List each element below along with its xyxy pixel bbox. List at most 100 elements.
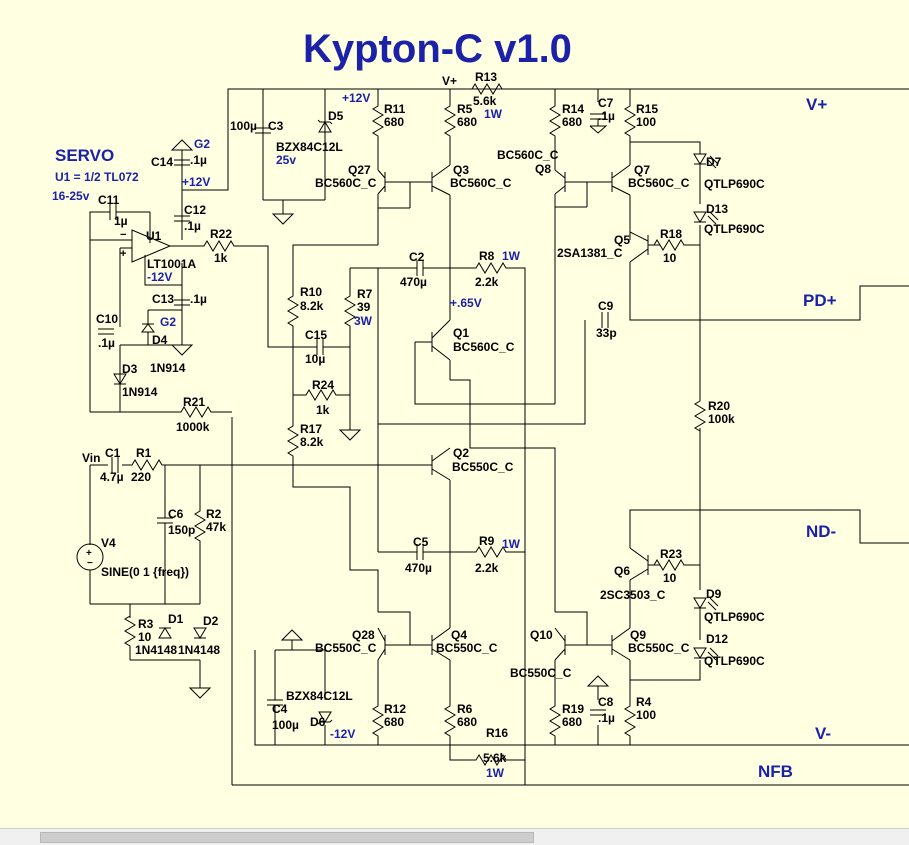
transistor-q4[interactable]: [431, 627, 451, 661]
diode-d5[interactable]: [317, 119, 333, 133]
resistor-r5[interactable]: [444, 99, 456, 143]
capacitor-c13[interactable]: [174, 299, 190, 306]
label-r4-name: R4: [636, 695, 652, 709]
label-r5-value: 680: [457, 115, 477, 129]
transistor-q9[interactable]: [611, 627, 631, 661]
resistor-r12[interactable]: [372, 699, 384, 743]
label-q10-value: BC550C_C: [510, 666, 572, 680]
label-d7-name: D7: [706, 155, 722, 169]
resistor-r8[interactable]: [469, 262, 513, 274]
label-q2-name: Q2: [453, 446, 469, 460]
resistor-r6[interactable]: [444, 699, 456, 743]
transistor-q28[interactable]: [377, 627, 386, 661]
resistor-r10[interactable]: [287, 289, 299, 333]
resistor-r3[interactable]: [124, 609, 136, 653]
capacitor-c6[interactable]: [157, 517, 173, 532]
resistor-r11[interactable]: [372, 99, 384, 143]
label-q28-value: BC550C_C: [315, 641, 377, 655]
label-r22-value: 1k: [214, 251, 228, 265]
label-r15-name: R15: [636, 102, 658, 116]
label-c1-value: 4.7µ: [100, 470, 124, 484]
diode-d6[interactable]: [317, 711, 333, 725]
label-r20-value: 100k: [708, 412, 735, 426]
resistor-r19[interactable]: [549, 699, 561, 743]
resistor-r20[interactable]: [694, 394, 706, 438]
svg-text:−: −: [87, 558, 93, 569]
led-d12[interactable]: [693, 647, 719, 661]
label-r22-name: R22: [210, 227, 232, 241]
resistor-r23[interactable]: [647, 559, 691, 571]
transistor-q27[interactable]: [377, 169, 386, 195]
label-q27-value: BC560C_C: [315, 176, 377, 190]
voltage-source-v4[interactable]: + −: [76, 543, 104, 571]
rail-g2-a: G2: [194, 137, 210, 151]
resistor-r17[interactable]: [287, 419, 299, 463]
label-c8-name: C8: [598, 695, 614, 709]
resistor-r14[interactable]: [549, 99, 561, 143]
capacitor-c10[interactable]: [98, 328, 114, 335]
label-r16-value: 5.6k: [483, 751, 507, 765]
resistor-r1[interactable]: [125, 459, 169, 471]
capacitor-c8[interactable]: [590, 709, 606, 716]
capacitor-c5[interactable]: [410, 544, 430, 560]
resistor-r2[interactable]: [194, 504, 206, 548]
label-c3-name: C3: [268, 119, 284, 133]
capacitor-c11[interactable]: [109, 204, 128, 220]
label-c1-name: C1: [105, 446, 121, 460]
diode-d3[interactable]: [113, 373, 127, 385]
capacitor-c1[interactable]: [111, 457, 119, 473]
transistor-q8[interactable]: [554, 169, 566, 195]
resistor-r4[interactable]: [624, 699, 636, 743]
label-r13-power: 1W: [484, 107, 503, 121]
capacitor-c3[interactable]: [255, 127, 271, 134]
label-r18-name: R18: [660, 227, 682, 241]
diode-d1[interactable]: [158, 627, 172, 639]
diode-d4[interactable]: [141, 309, 182, 333]
label-r21-name: R21: [183, 395, 205, 409]
led-d9[interactable]: [693, 597, 719, 640]
horizontal-scrollbar[interactable]: [0, 828, 909, 845]
label-r16-name: R16: [486, 726, 508, 740]
label-c4-name: C4: [272, 702, 288, 716]
transistor-q7[interactable]: [611, 164, 631, 196]
capacitor-c7[interactable]: [589, 113, 608, 134]
label-q8-value: BC560C_C: [497, 148, 559, 162]
capacitor-c14[interactable]: [174, 159, 190, 166]
label-r8-power: 1W: [502, 249, 521, 263]
capacitor-c15[interactable]: [310, 339, 330, 355]
servo-note: U1 = 1/2 TL072: [55, 170, 139, 184]
transistor-q5[interactable]: [629, 231, 649, 263]
capacitor-c4[interactable]: [267, 699, 283, 725]
transistor-q10[interactable]: [554, 627, 566, 661]
label-c9-value: 33p: [596, 326, 617, 340]
label-c2-name: C2: [409, 250, 425, 264]
transistor-q3[interactable]: [431, 164, 451, 196]
label-r4-value: 100: [636, 708, 656, 722]
label-r21-value: 1000k: [176, 420, 210, 434]
capacitor-c2[interactable]: [410, 260, 430, 276]
source-name: V4: [101, 536, 116, 550]
diode-d2[interactable]: [193, 627, 207, 639]
resistor-r22[interactable]: [197, 240, 241, 252]
label-d9-value: QTLP690C: [704, 610, 765, 624]
capacitor-c9[interactable]: [601, 312, 609, 328]
resistor-r18[interactable]: [647, 239, 691, 251]
rail-g2-b: G2: [160, 315, 176, 329]
label-c7-value: .1µ: [598, 109, 615, 123]
label-c15-value: 10µ: [305, 352, 325, 366]
led-d13[interactable]: [693, 211, 719, 225]
label-r7-power: 3W: [354, 314, 373, 328]
capacitor-c12[interactable]: [174, 215, 190, 222]
label-d3-name: D3: [122, 362, 138, 376]
label-r10-value: 8.2k: [300, 299, 324, 313]
opamp-u1[interactable]: − +: [120, 229, 172, 263]
led-d7[interactable]: [693, 153, 719, 204]
transistor-q2[interactable]: [431, 447, 451, 481]
transistor-q1[interactable]: [415, 319, 451, 361]
schematic-canvas[interactable]: Kypton-C v1.0 SERVO U1 = 1/2 TL072 16-25…: [0, 0, 909, 828]
label-c8-value: .1µ: [598, 711, 615, 725]
resistor-r15[interactable]: [624, 99, 636, 143]
label-r18-value: 10: [663, 251, 677, 265]
transistor-q6[interactable]: [629, 530, 649, 581]
scrollbar-thumb[interactable]: [40, 832, 534, 843]
